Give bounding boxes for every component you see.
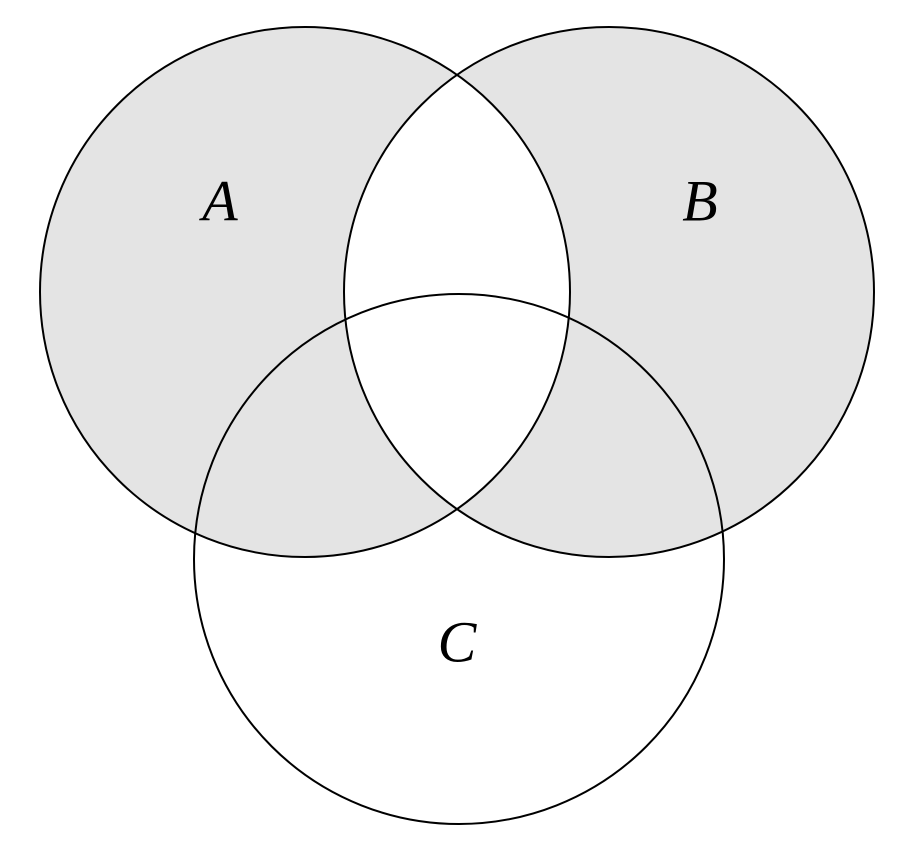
circle-outline-b[interactable] — [343, 26, 875, 558]
circle-outlines-group — [39, 26, 875, 825]
set-labels-group: A B C — [198, 168, 717, 674]
circle-outline-a[interactable] — [39, 26, 571, 558]
circle-outline-c[interactable] — [193, 293, 725, 825]
set-label-a: A — [198, 168, 238, 233]
set-label-c: C — [438, 609, 478, 674]
set-label-b: B — [682, 168, 717, 233]
